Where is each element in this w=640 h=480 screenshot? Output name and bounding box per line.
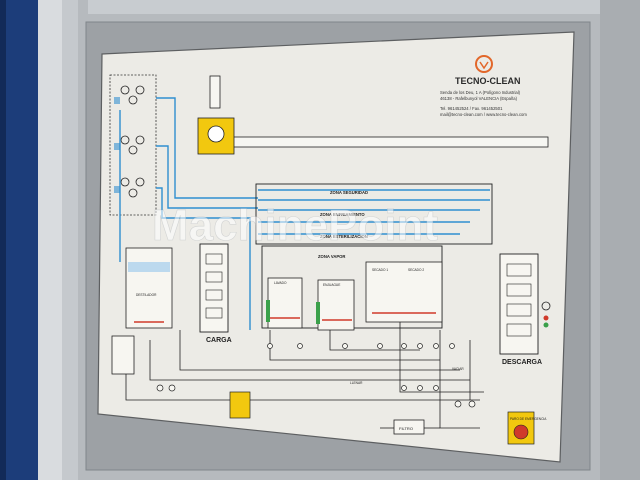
- valves: [156, 343, 476, 408]
- pump-group-box: [109, 74, 157, 216]
- brand-name: TECNO-CLEAN: [455, 76, 521, 86]
- top-rail: [231, 136, 549, 148]
- vaciar-label: VACIAR: [452, 367, 464, 371]
- watermark: MachinePoint: [152, 201, 438, 250]
- carga-label: CARGA: [206, 337, 232, 344]
- tank-enjuague: ENJUAGUE: [316, 279, 355, 331]
- filtro-box: [393, 419, 425, 435]
- blue-pipes: [119, 97, 490, 330]
- main-valve-icon: [207, 125, 225, 143]
- emergency-label: PARO DE EMERGENCIA: [510, 417, 547, 421]
- descarga-label: DESCARGA: [502, 359, 542, 366]
- zone-vapor: ZONA VAPOR: [318, 254, 345, 259]
- vertical-feed: [209, 75, 221, 109]
- tank-destilador: DESTILADOR: [125, 247, 173, 329]
- tank-destilador-label: DESTILADOR: [136, 293, 157, 297]
- emergency-stop-button[interactable]: [513, 424, 529, 440]
- tank-enjuague-label: ENJUAGUE: [323, 283, 340, 287]
- small-tank: [111, 335, 135, 375]
- brand-address-3: Tel. 961452524 / Fax. 961452501: [440, 106, 503, 111]
- descarga-station: DESCARGA: [499, 253, 551, 366]
- carga-station: CARGA: [199, 243, 232, 344]
- brand-address-2: 46138 - Rafelbunyol VALENCIA (España): [440, 96, 518, 101]
- yellow-switch[interactable]: [229, 391, 251, 419]
- filtro-label: FILTRO: [399, 426, 413, 431]
- tank-lavado: LAVADO: [266, 277, 303, 329]
- tank-secado2-label: SECADO 2: [408, 268, 424, 272]
- black-pipes: [125, 322, 484, 429]
- brand-address-1: Senda de los Deu, 1 A (Polígono Industri…: [440, 90, 521, 95]
- llenar-label: LLENAR: [350, 381, 363, 385]
- tank-lavado-label: LAVADO: [274, 281, 287, 285]
- zone-enfriamiento: ZONA ENFRIAMIENTO: [320, 212, 365, 217]
- tank-secado1-label: SECADO 1: [372, 268, 388, 272]
- tank-secado: SECADO 1 SECADO 2: [365, 261, 443, 323]
- pump-group: [114, 85, 145, 198]
- brand-logo-icon: [475, 55, 493, 73]
- machine-blue-side: [0, 0, 38, 480]
- zone-seguridad: ZONA SEGURIDAD: [330, 190, 368, 195]
- zones-block: [255, 183, 493, 245]
- brand-address-4: mail@tecno-clean.com / www.tecno-clean.c…: [440, 112, 527, 117]
- zone-esterilizacion: ZONA ESTERILIZACION: [320, 234, 368, 239]
